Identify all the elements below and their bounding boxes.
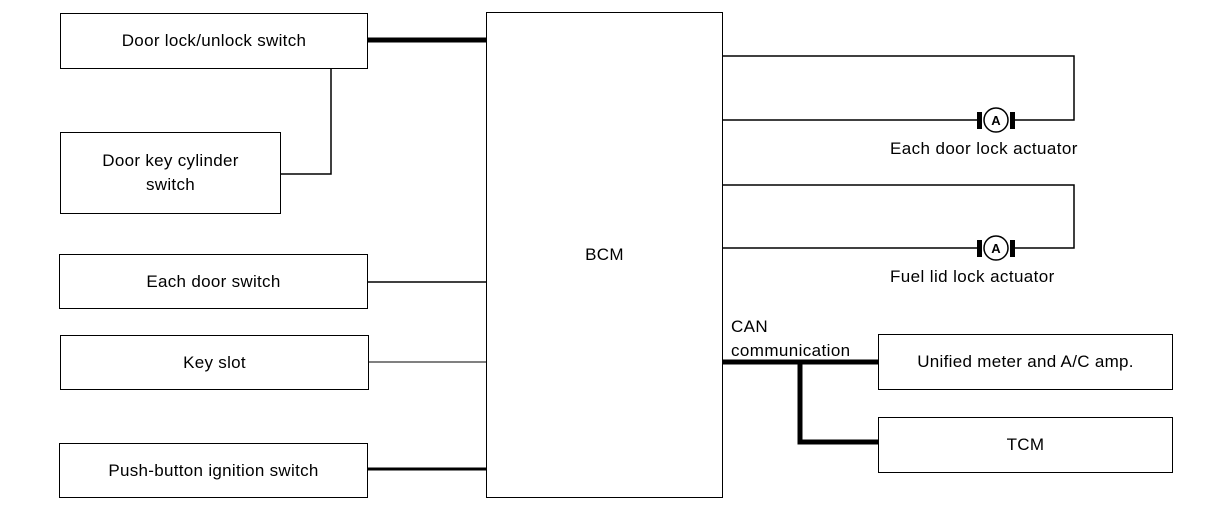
unified-meter-ac-amp-label: Unified meter and A/C amp.	[917, 352, 1134, 371]
wire-door-lock-actuator-top	[722, 55, 1075, 121]
push-button-ignition-switch-label: Push-button ignition switch	[108, 460, 319, 480]
door-lock-motor-symbol: A	[991, 113, 1001, 128]
key-slot-label: Key slot	[183, 352, 246, 372]
fuel-lid-motor-icon: A	[977, 235, 1015, 261]
each-door-switch-box: Each door switch	[59, 254, 368, 309]
can-communication-label: CAN communication	[731, 315, 851, 363]
wire-can-tcm	[797, 362, 879, 445]
unified-meter-ac-amp-box: Unified meter and A/C amp.	[878, 334, 1173, 390]
push-button-ignition-switch-box: Push-button ignition switch	[59, 443, 368, 498]
tcm-label: TCM	[1006, 435, 1045, 454]
bcm-box: BCM	[486, 12, 723, 498]
door-lock-motor-icon: A	[977, 107, 1015, 133]
each-door-switch-label: Each door switch	[146, 271, 281, 291]
fuel-lid-motor-symbol: A	[991, 241, 1001, 256]
wire-fuel-lid-actuator-top	[722, 184, 1075, 249]
fuel-lid-lock-actuator-label: Fuel lid lock actuator	[890, 267, 1055, 286]
wire-door-key-cylinder	[280, 68, 332, 175]
bcm-label: BCM	[585, 245, 624, 264]
door-key-cylinder-label-line2: switch	[145, 175, 196, 194]
tcm-box: TCM	[878, 417, 1173, 473]
each-door-lock-actuator-label: Each door lock actuator	[890, 139, 1078, 158]
door-key-cylinder-label-line1: Door key cylinder	[102, 151, 239, 170]
door-lock-unlock-switch-box: Door lock/unlock switch	[60, 13, 368, 69]
key-slot-box: Key slot	[60, 335, 369, 390]
can-label-line2: communication	[731, 341, 851, 360]
door-lock-unlock-switch-label: Door lock/unlock switch	[121, 31, 307, 50]
can-label-line1: CAN	[731, 317, 769, 336]
door-key-cylinder-switch-box: Door key cylinder switch	[60, 132, 281, 214]
